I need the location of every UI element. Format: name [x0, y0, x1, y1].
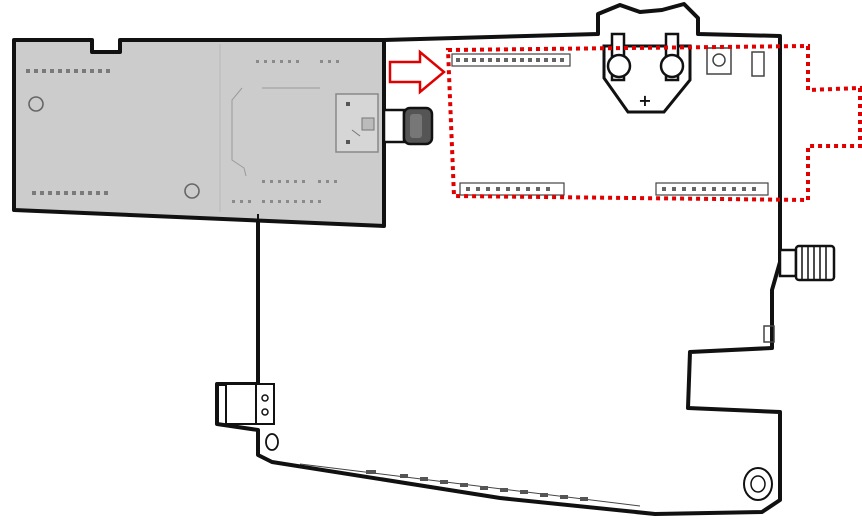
module-cable-connector	[382, 106, 434, 146]
mounting-hole-top-right	[706, 47, 732, 75]
sma-connector-icon	[778, 244, 836, 282]
bottom-left-header-connector	[459, 182, 565, 196]
module-hole-left	[28, 96, 44, 112]
top-header-connector	[451, 53, 571, 67]
usb-port-icon	[335, 93, 379, 153]
plug-in-module	[12, 38, 386, 228]
battery-polarity-mark: +	[638, 91, 651, 110]
right-arrow-icon	[388, 49, 446, 95]
left-bracket	[225, 383, 275, 425]
mounting-hole-bottom-right	[743, 467, 773, 501]
highlight-region	[445, 43, 862, 203]
coin-cell-icon	[606, 53, 632, 79]
right-edge-component	[763, 325, 775, 343]
coin-cell-holder: +	[602, 32, 692, 114]
mounting-hole-bottom-left	[265, 433, 279, 451]
module-hole-bottom	[184, 183, 200, 199]
bottom-right-header-connector	[655, 182, 769, 196]
bottom-edge-connector	[299, 463, 641, 507]
edge-tab	[751, 51, 765, 77]
